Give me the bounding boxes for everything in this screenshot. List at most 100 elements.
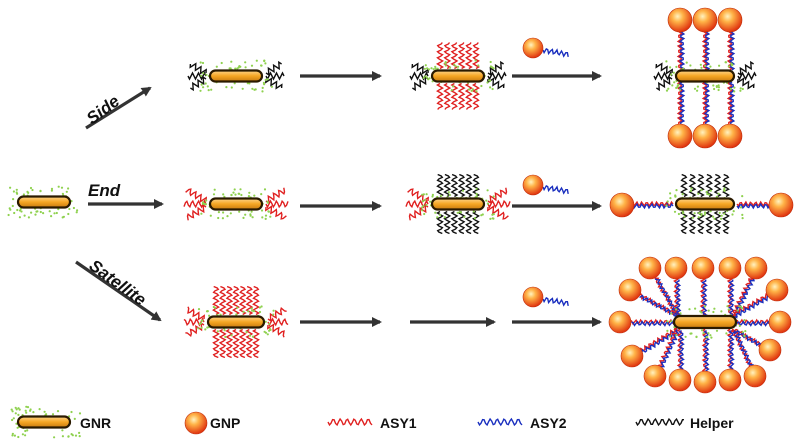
legend-asy1-symbol (328, 419, 372, 425)
gold-nanorod (210, 199, 262, 210)
ligand-dot (702, 332, 704, 334)
ligand-dot (57, 410, 59, 412)
ligand-dot (429, 201, 431, 203)
gnp-reagent-end (523, 175, 543, 195)
ligand-dot (475, 90, 477, 92)
ligand-dot (706, 191, 708, 193)
ligand-dot (424, 75, 426, 77)
ligand-dot (725, 61, 727, 63)
ligand-dot (11, 419, 13, 421)
ligand-dot (741, 195, 743, 197)
asy1-strand (220, 287, 225, 315)
ligand-dot (73, 207, 75, 209)
ligand-dot (713, 218, 715, 220)
helper-strand (488, 62, 504, 75)
ligand-dot (733, 90, 735, 92)
ligand-dot (445, 61, 447, 63)
ligand-dot (449, 194, 451, 196)
helper-strand (466, 175, 471, 197)
ligand-dot (451, 89, 453, 91)
ligand-dot (694, 88, 696, 90)
ligand-dot (708, 310, 710, 312)
ligand-dot (690, 332, 692, 334)
ligand-dot (24, 434, 26, 436)
ligand-dot (731, 64, 733, 66)
ligand-dot (695, 336, 697, 338)
ligand-dot (421, 194, 423, 196)
asy1-strand (188, 307, 204, 320)
ligand-dot (29, 410, 31, 412)
ligand-dot (700, 189, 702, 191)
helper-strand (412, 77, 428, 90)
ligand-dot (16, 209, 18, 211)
asy1-strand (220, 330, 225, 358)
ligand-dot (685, 336, 687, 338)
asy1-strand (240, 330, 245, 358)
ligand-dot (670, 73, 672, 75)
ligand-dot (260, 193, 262, 195)
asy1-strand (233, 287, 238, 315)
ligand-dot (200, 213, 202, 215)
gnp-satellite (766, 279, 788, 301)
ligand-dot (682, 193, 684, 195)
ligand-dot (666, 90, 668, 92)
ligand-dot (701, 213, 703, 215)
ligand-dot (477, 64, 479, 66)
asy1-strand (437, 84, 442, 110)
ligand-dot (716, 330, 718, 332)
legend-gnp-label: GNP (210, 415, 240, 431)
ligand-dot (51, 188, 53, 190)
ligand-dot (61, 187, 63, 189)
ligand-dot (423, 77, 425, 79)
gold-nanorod (674, 316, 736, 328)
asy1-strand (253, 330, 258, 358)
gnp-satellite (644, 365, 666, 387)
ligand-dot (433, 68, 435, 70)
ligand-dot (53, 436, 55, 438)
ligand-dot (205, 74, 207, 76)
ligand-dot (700, 67, 702, 69)
route-label-end: End (88, 181, 121, 200)
ligand-dot (731, 213, 733, 215)
gnp-satellite (745, 257, 767, 279)
ligand-dot (52, 413, 54, 415)
ligand-dot (240, 194, 242, 196)
gold-nanorod (210, 71, 262, 82)
ligand-dot (675, 334, 677, 336)
helper-strand (452, 175, 457, 197)
asy1-strand (445, 84, 450, 110)
ligand-dot (669, 66, 671, 68)
ligand-dot (256, 60, 258, 62)
legend-helper-label: Helper (690, 415, 734, 431)
ligand-dot (68, 208, 70, 210)
ligand-dot (489, 218, 491, 220)
gnp-satellite (692, 257, 714, 279)
ligand-dot (673, 72, 675, 74)
asy1-strand (268, 325, 284, 338)
gold-nanorod (432, 71, 484, 82)
ligand-dot (697, 86, 699, 88)
ligand-dot (670, 312, 672, 314)
route-label-side: Side (83, 91, 123, 128)
legend-asy2-symbol (478, 419, 522, 425)
ligand-dot (40, 211, 42, 213)
ligand-dot (224, 329, 226, 331)
ligand-dot (30, 212, 32, 214)
start-gnr (8, 186, 79, 219)
ligand-dot (12, 410, 14, 412)
ligand-dot (24, 215, 26, 217)
ligand-dot (252, 216, 254, 218)
ligand-dot (267, 333, 269, 335)
ligand-dot (445, 64, 447, 66)
ligand-dot (202, 72, 204, 74)
ligand-dot (669, 335, 671, 337)
ligand-dot (713, 88, 715, 90)
ligand-dot (15, 412, 17, 414)
legend-helper-symbol (636, 419, 684, 425)
ligand-dot (449, 67, 451, 69)
ligand-dot (671, 84, 673, 86)
ligand-dot (75, 435, 77, 437)
ligand-dot (493, 67, 495, 69)
ligand-dot (733, 87, 735, 89)
gnp-side-top (718, 8, 742, 32)
